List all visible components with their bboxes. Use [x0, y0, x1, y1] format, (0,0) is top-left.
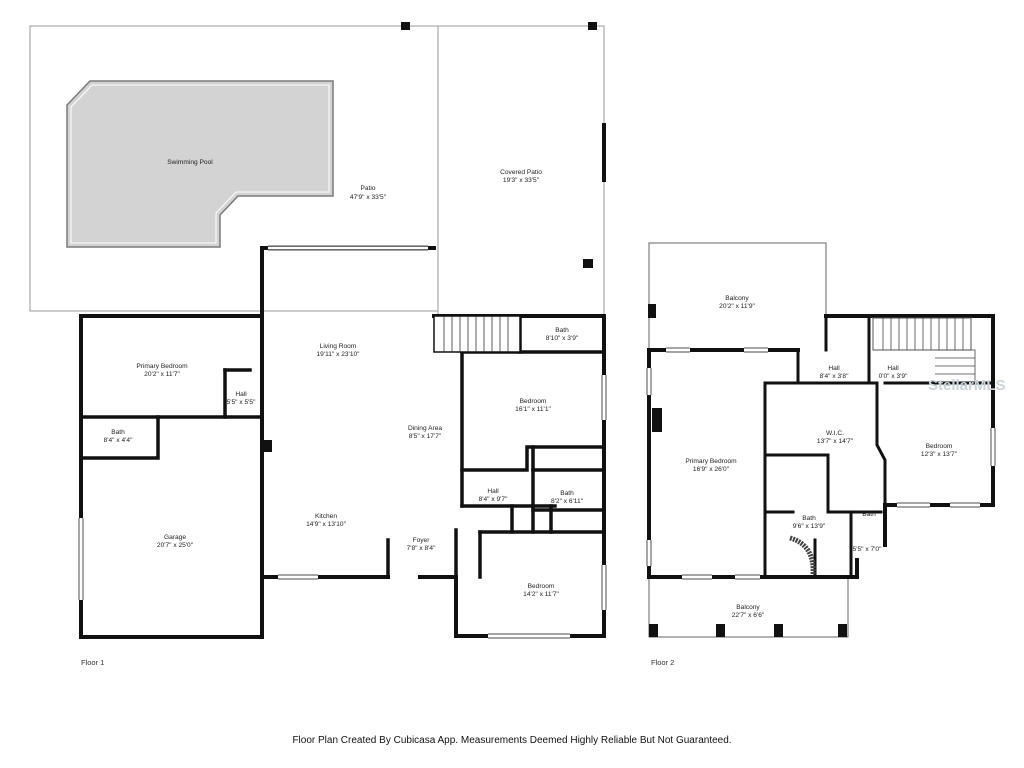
room-dimensions: 5'5" x 7'0" — [853, 546, 882, 553]
room-name: Hall — [487, 488, 499, 495]
post — [401, 22, 410, 30]
room-dimensions: 16'1" x 11'1" — [515, 406, 551, 413]
floor-label: Floor 1 — [81, 658, 104, 667]
room-name: Primary Bedroom — [136, 363, 188, 370]
room-name: Bedroom — [520, 398, 547, 405]
room-dimensions: 14'2" x 11'7" — [523, 591, 559, 598]
room-dimensions: 9'6" x 13'9" — [793, 523, 826, 530]
swimming-pool — [66, 80, 334, 248]
post — [583, 259, 593, 268]
room-name: Bedroom — [926, 443, 953, 450]
room-dimensions: 12'3" x 13'7" — [921, 451, 958, 458]
room-dimensions: 22'7" x 6'6" — [732, 612, 765, 619]
exterior-wall — [79, 314, 390, 639]
room-name: Primary Bedroom — [685, 458, 737, 465]
room-dimensions: 8'2" x 6'11" — [551, 498, 584, 505]
footer-disclaimer: Floor Plan Created By Cubicasa App. Meas… — [292, 735, 732, 746]
room-dimensions: 19'11" x 23'10" — [316, 351, 360, 358]
room-name: Balcony — [725, 295, 749, 302]
watermark: StellarMLS — [928, 377, 1006, 394]
room-dimensions: 7'8" x 8'4" — [407, 545, 436, 552]
exterior-wall — [79, 246, 436, 318]
room-name: Bath — [560, 490, 574, 497]
stairs-floor-1 — [433, 315, 521, 353]
room-dimensions: 8'4" x 3'8" — [820, 373, 849, 380]
room-dimensions: 8'4" x 9'7" — [479, 496, 508, 503]
room-name: Patio — [360, 185, 375, 192]
room-name: Kitchen — [315, 513, 337, 520]
lower-balcony-outline — [648, 577, 849, 638]
room-name: W.I.C. — [826, 430, 844, 437]
room-dimensions: 13'7" x 14'7" — [817, 438, 854, 445]
room-dimensions: 20'2" x 11'9" — [719, 303, 755, 310]
stairs-floor-2 — [872, 317, 976, 383]
room-name: Hall — [887, 365, 899, 372]
exterior-wall — [418, 314, 606, 638]
post — [588, 22, 597, 30]
room-name: Hall — [828, 365, 840, 372]
room-name: Bath — [111, 429, 125, 436]
room-name: Bedroom — [528, 583, 555, 590]
room-dimensions: 20'2" x 11'7" — [144, 371, 180, 378]
room-dimensions: 16'9" x 26'0" — [693, 466, 730, 473]
room-dimensions: 8'10" x 3'9" — [546, 335, 579, 342]
room-name: Bath — [862, 511, 876, 518]
interior-wall — [79, 415, 160, 460]
room-name: Balcony — [736, 604, 760, 611]
room-name: Living Room — [320, 343, 357, 350]
exterior-wall — [824, 314, 995, 547]
room-name: Bath — [802, 515, 816, 522]
room-name: Bath — [555, 327, 569, 334]
room-dimensions: 20'7" x 25'0" — [157, 542, 194, 549]
room-name: Covered Patio — [500, 169, 542, 176]
post — [263, 440, 272, 452]
room-name: Foyer — [413, 537, 431, 544]
upper-balcony-outline — [648, 242, 827, 352]
room-name: Dining Area — [408, 425, 442, 432]
room-name: Garage — [164, 534, 186, 541]
floor-label: Floor 2 — [651, 658, 674, 667]
floor-1: Swimming Pool Patio 47'9" x 33'5" Covere… — [29, 22, 607, 667]
room-name: Swimming Pool — [167, 159, 213, 166]
room-dimensions: 14'9" x 13'10" — [306, 521, 346, 528]
room-dimensions: 0'0" x 3'9" — [879, 373, 908, 380]
room-dimensions: 8'5" x 17'7" — [409, 433, 442, 440]
floor-2: StellarMLS Balcony 20'2" x 11'9" Hall 8'… — [646, 242, 1006, 667]
exterior-wall — [647, 350, 859, 579]
room-dimensions: 19'3" x 33'5" — [503, 177, 540, 184]
room-dimensions: 8'4" x 4'4" — [104, 437, 133, 444]
room-dimensions: 47'9" x 33'5" — [350, 194, 387, 201]
room-name: Hall — [235, 391, 247, 398]
room-dimensions: 5'5" x 5'5" — [227, 399, 256, 406]
